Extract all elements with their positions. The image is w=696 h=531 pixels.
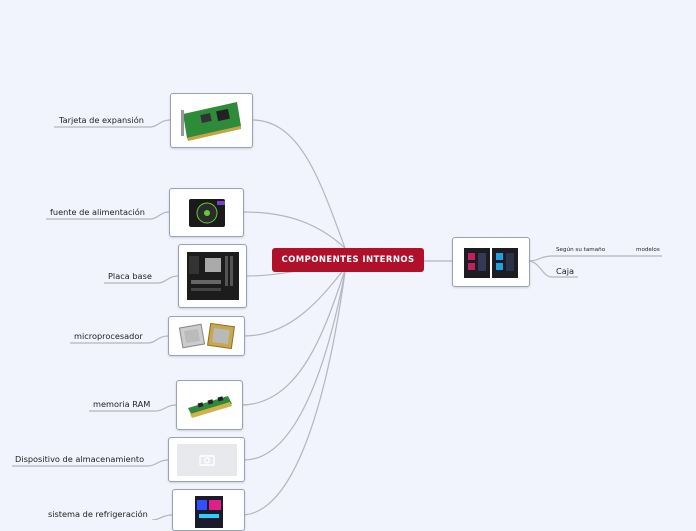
power-supply-icon xyxy=(188,198,225,227)
branch-label-placa[interactable]: Placa base xyxy=(108,271,152,281)
sub-branch-label-tamano[interactable]: Según su tamaño xyxy=(556,247,606,253)
sub-branch-label-modelos[interactable]: modelos xyxy=(636,247,660,253)
image-placeholder-icon xyxy=(176,443,237,476)
storage-image[interactable] xyxy=(168,437,245,482)
cooling-system-image[interactable] xyxy=(172,489,245,531)
processor-image[interactable] xyxy=(168,316,245,356)
expansion-card-image[interactable] xyxy=(170,93,253,148)
branch-label-microprocesador[interactable]: microprocesador xyxy=(74,331,143,341)
power-supply-image[interactable] xyxy=(169,188,244,237)
branch-label-caja[interactable]: Caja xyxy=(556,266,575,276)
expansion-card-icon xyxy=(180,101,241,141)
branch-label-fuente[interactable]: fuente de alimentación xyxy=(50,207,145,217)
pc-case-icon xyxy=(464,248,518,278)
branch-label-tarjeta[interactable]: Tarjeta de expansión xyxy=(59,115,144,125)
branch-label-refrigeracion[interactable]: sistema de refrigeración xyxy=(48,509,148,519)
ram-image[interactable] xyxy=(176,380,243,430)
branch-label-ram[interactable]: memoria RAM xyxy=(93,399,151,409)
processor-icon xyxy=(178,322,235,350)
motherboard-icon xyxy=(186,252,239,300)
pc-case-image[interactable] xyxy=(452,237,530,287)
central-topic-label: COMPONENTES INTERNOS xyxy=(281,255,415,265)
central-topic[interactable]: COMPONENTES INTERNOS xyxy=(272,248,424,272)
motherboard-image[interactable] xyxy=(178,244,247,308)
ram-icon xyxy=(187,396,232,418)
branch-label-almacenamiento[interactable]: Dispositivo de almacenamiento xyxy=(15,454,145,464)
cooling-system-icon xyxy=(194,496,223,528)
